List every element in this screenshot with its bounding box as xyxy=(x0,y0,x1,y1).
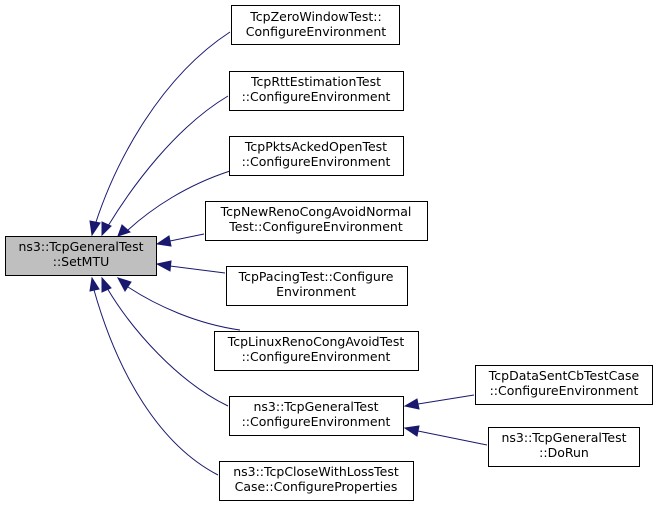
node-label-line2: ::SetMTU xyxy=(53,254,110,269)
node-label-line1: ns3::TcpGeneralTest xyxy=(18,239,143,254)
node-label-line2: Test::ConfigureEnvironment xyxy=(228,219,403,234)
edge-general-dorun-to-general-configure xyxy=(417,430,488,446)
edge-general-configure-to-root xyxy=(106,287,229,407)
arrowhead-close-with-loss xyxy=(89,276,100,292)
arrowhead-general-dorun xyxy=(403,425,420,437)
node-label-line1: TcpDataSentCbTestCase xyxy=(488,368,640,383)
node-label-line2: ::ConfigureEnvironment xyxy=(242,154,391,169)
edge-close-with-loss-to-root xyxy=(93,289,219,476)
node-pkts-acked-configure-environment[interactable]: TcpPktsAckedOpenTest ::ConfigureEnvironm… xyxy=(229,136,404,176)
node-label-line2: Case::ConfigureProperties xyxy=(235,479,398,494)
arrowhead-linux-reno xyxy=(116,277,132,292)
node-box xyxy=(229,396,404,436)
node-box xyxy=(226,266,408,306)
arrowhead-pkts-acked xyxy=(117,224,131,237)
node-label-line2: ::ConfigureEnvironment xyxy=(242,414,391,429)
edge-linux-reno-to-root xyxy=(127,286,241,331)
node-label-line2: ConfigureEnvironment xyxy=(246,24,386,39)
node-label-line1: ns3::TcpGeneralTest xyxy=(501,430,626,445)
node-root-set-mtu[interactable]: ns3::TcpGeneralTest ::SetMTU xyxy=(5,236,157,276)
edge-zero-window-to-root xyxy=(94,31,231,226)
node-general-test-do-run[interactable]: ns3::TcpGeneralTest ::DoRun xyxy=(488,427,640,467)
arrowhead-pacing xyxy=(155,260,172,272)
node-label-line1: TcpLinuxRenoCongAvoidTest xyxy=(227,334,405,349)
edge-pkts-acked-to-root xyxy=(127,170,231,231)
node-zero-window-configure-environment[interactable]: TcpZeroWindowTest:: ConfigureEnvironment xyxy=(231,5,400,45)
node-box xyxy=(214,331,419,371)
node-rtt-estimation-configure-environment[interactable]: TcpRttEstimationTest ::ConfigureEnvironm… xyxy=(229,71,404,111)
node-label-line1: ns3::TcpCloseWithLossTest xyxy=(233,464,399,479)
node-label-line1: ns3::TcpGeneralTest xyxy=(253,399,378,414)
node-label-line2: ::DoRun xyxy=(539,445,589,460)
node-box xyxy=(205,201,428,241)
node-general-test-configure-environment[interactable]: ns3::TcpGeneralTest ::ConfigureEnvironme… xyxy=(229,396,404,436)
node-label-line2: Environment xyxy=(276,284,356,299)
node-label-line1: TcpZeroWindowTest:: xyxy=(249,9,381,24)
edge-pacing-to-root xyxy=(169,265,226,274)
node-box xyxy=(5,236,157,276)
edge-rtt-estimation-to-root xyxy=(107,95,229,227)
arrowhead-data-sent-cb xyxy=(403,398,420,410)
node-box xyxy=(229,136,404,176)
edge-data-sent-cb-to-general-configure xyxy=(417,394,475,405)
node-box xyxy=(231,5,400,45)
node-box xyxy=(219,461,414,501)
node-label-line1: TcpPktsAckedOpenTest xyxy=(244,139,387,154)
node-linux-reno-cong-avoid-configure-environment[interactable]: TcpLinuxRenoCongAvoidTest ::ConfigureEnv… xyxy=(214,331,419,371)
arrowhead-newreno xyxy=(155,235,172,247)
node-label-line2: ::ConfigureEnvironment xyxy=(242,89,391,104)
node-label-line2: ::ConfigureEnvironment xyxy=(242,349,391,364)
node-data-sent-cb-configure-environment[interactable]: TcpDataSentCbTestCase ::ConfigureEnviron… xyxy=(475,365,653,405)
node-box xyxy=(475,365,653,405)
arrowhead-general-configure xyxy=(101,276,112,293)
node-label-line1: TcpNewRenoCongAvoidNormal xyxy=(220,204,412,219)
arrowhead-zero-window xyxy=(89,220,101,237)
arrowhead-rtt-estimation xyxy=(101,221,112,237)
node-box xyxy=(229,71,404,111)
node-newreno-cong-avoid-configure-environment[interactable]: TcpNewRenoCongAvoidNormal Test::Configur… xyxy=(205,201,428,241)
node-label-line1: TcpPacingTest::Configure xyxy=(238,269,394,284)
edge-newreno-to-root xyxy=(169,233,205,242)
node-label-line2: ::ConfigureEnvironment xyxy=(490,383,639,398)
node-pacing-configure-environment[interactable]: TcpPacingTest::Configure Environment xyxy=(226,266,408,306)
node-label-line1: TcpRttEstimationTest xyxy=(250,74,381,89)
node-box xyxy=(488,427,640,467)
node-close-with-loss-configure-properties[interactable]: ns3::TcpCloseWithLossTest Case::Configur… xyxy=(219,461,414,501)
